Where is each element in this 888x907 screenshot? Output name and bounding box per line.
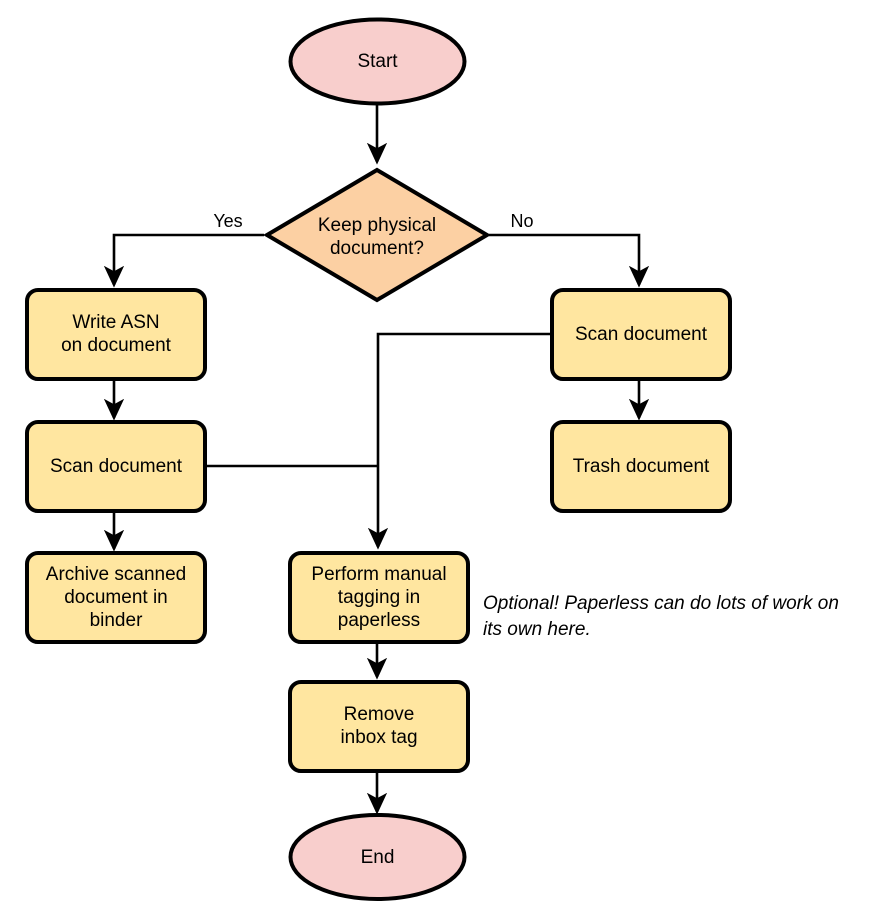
edge-label-yes: Yes	[213, 211, 242, 231]
note-line2: its own here.	[483, 619, 591, 640]
annotation-note: Optional! Paperless can do lots of work …	[483, 593, 839, 640]
start-label: Start	[357, 51, 398, 72]
archive-label-line2: document in	[64, 587, 168, 608]
node-archive-scanned-document[interactable]: Archive scanned document in binder	[25, 551, 207, 644]
node-write-asn-on-document[interactable]: Write ASN on document	[25, 288, 207, 381]
edge-label-no: No	[510, 211, 533, 231]
end-label: End	[361, 847, 395, 868]
trash-document-box	[550, 420, 732, 513]
scan-document-left-box	[25, 420, 207, 513]
manual-tagging-label-line3: paperless	[338, 610, 420, 631]
manual-tagging-label-line2: tagging in	[338, 587, 420, 608]
decision-label-line1: Keep physical	[318, 215, 436, 236]
remove-inbox-tag-label-line1: Remove	[344, 704, 415, 725]
write-asn-label-line1: Write ASN	[72, 312, 159, 333]
node-scan-document-left[interactable]: Scan document	[25, 420, 207, 513]
decision-label-line2: document?	[330, 238, 424, 259]
scan-document-right-box	[550, 288, 732, 381]
node-remove-inbox-tag[interactable]: Remove inbox tag	[288, 680, 470, 773]
node-start[interactable]: Start	[288, 17, 467, 106]
scan-document-left-label: Scan document	[50, 456, 183, 477]
start-ellipse	[288, 17, 467, 106]
edge-scan-right-to-manual-tag	[367, 332, 552, 550]
archive-box	[25, 551, 207, 644]
manual-tagging-box	[288, 551, 470, 644]
decision-diamond	[263, 167, 491, 303]
archive-label-line1: Archive scanned	[46, 564, 186, 585]
end-ellipse	[288, 813, 467, 901]
edge-decision-yes-to-write-asn	[103, 233, 264, 288]
note-line1: Optional! Paperless can do lots of work …	[483, 593, 839, 614]
node-scan-document-right[interactable]: Scan document	[550, 288, 732, 381]
edge-decision-no-to-scan-right	[489, 233, 650, 288]
node-trash-document[interactable]: Trash document	[550, 420, 732, 513]
manual-tagging-label-line1: Perform manual	[311, 564, 446, 585]
remove-inbox-tag-label-line2: inbox tag	[340, 727, 417, 748]
archive-label-line3: binder	[90, 610, 143, 631]
node-perform-manual-tagging[interactable]: Perform manual tagging in paperless	[288, 551, 470, 644]
write-asn-label-line2: on document	[61, 335, 172, 356]
write-asn-box	[25, 288, 207, 381]
remove-inbox-tag-box	[288, 680, 470, 773]
scan-document-right-label: Scan document	[575, 324, 708, 345]
node-end[interactable]: End	[288, 813, 467, 901]
trash-document-label: Trash document	[573, 456, 710, 477]
node-decision-keep-physical-document[interactable]: Keep physical document?	[263, 167, 491, 303]
